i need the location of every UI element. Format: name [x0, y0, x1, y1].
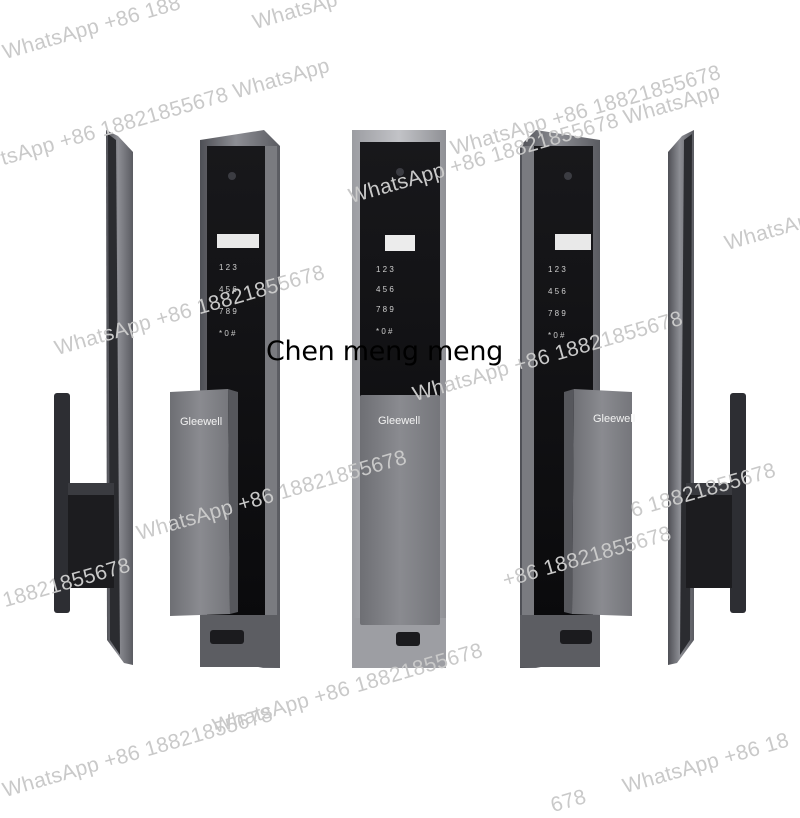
handle-brand-logo-2: Gleewell [378, 415, 420, 427]
svg-text:4 5 6: 4 5 6 [376, 285, 394, 294]
lock-angled-left: 1 2 3 4 5 6 7 8 9 * 0 # Gleewell [170, 130, 280, 668]
lock-side-profile-left [54, 130, 133, 665]
svg-text:7 8 9: 7 8 9 [548, 309, 566, 318]
lock-front-view: 1 2 3 4 5 6 7 8 9 * 0 # Gleewell [352, 130, 446, 668]
handle-brand-logo-1: Gleewell [180, 416, 222, 428]
svg-text:4 5 6: 4 5 6 [548, 287, 566, 296]
lock-side-profile-right [668, 130, 746, 665]
svg-text:4 5 6: 4 5 6 [219, 285, 237, 294]
svg-text:* 0 #: * 0 # [376, 327, 393, 336]
svg-text:* 0 #: * 0 # [548, 331, 565, 340]
handle-brand-logo-3: Gleewell [593, 413, 635, 425]
overlay-caption: Chen meng meng [266, 336, 503, 367]
svg-text:7 8 9: 7 8 9 [376, 305, 394, 314]
svg-text:7 8 9: 7 8 9 [219, 307, 237, 316]
keypad-digits: 1 2 3 [219, 263, 237, 272]
svg-text:* 0 #: * 0 # [219, 329, 236, 338]
svg-text:1 2 3: 1 2 3 [548, 265, 566, 274]
lock-angled-right: 1 2 3 4 5 6 7 8 9 * 0 # Gleewell [520, 130, 635, 668]
product-photo: 1 2 3 4 5 6 7 8 9 * 0 # Gleewell 1 2 3 4… [54, 130, 746, 668]
svg-text:1 2 3: 1 2 3 [376, 265, 394, 274]
